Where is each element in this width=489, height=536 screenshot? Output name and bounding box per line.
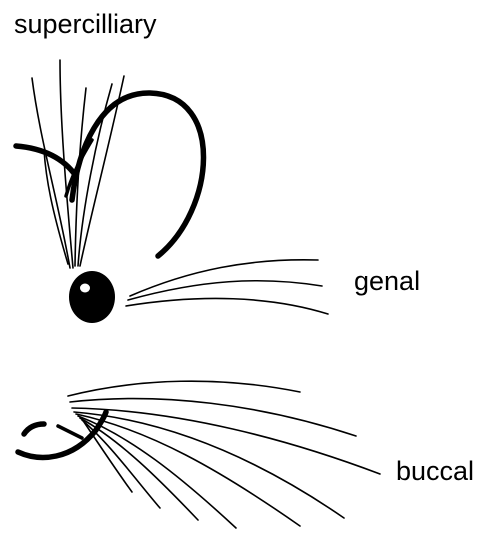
supercilliary-label: supercilliary xyxy=(14,11,157,38)
eye-pupil xyxy=(69,271,115,323)
buccal-whiskers xyxy=(18,381,380,528)
buccal-label: buccal xyxy=(396,458,474,485)
supercilliary-whisker-thick-curved xyxy=(72,93,204,256)
eye-highlight xyxy=(80,284,90,293)
supercilliary-whiskers xyxy=(16,60,204,268)
genal-whisker-2 xyxy=(128,281,322,300)
eye xyxy=(69,271,115,323)
buccal-mouth-mark-1 xyxy=(24,424,44,434)
genal-whisker-3 xyxy=(126,298,328,314)
genal-label: genal xyxy=(354,268,420,295)
buccal-whisker-1 xyxy=(68,381,300,396)
buccal-whisker-6 xyxy=(78,416,236,528)
buccal-whisker-4 xyxy=(74,412,344,518)
buccal-mouth-mark-3 xyxy=(58,426,82,438)
genal-whisker-1 xyxy=(130,260,318,296)
genal-whiskers xyxy=(126,260,328,314)
buccal-whisker-9 xyxy=(84,422,132,492)
